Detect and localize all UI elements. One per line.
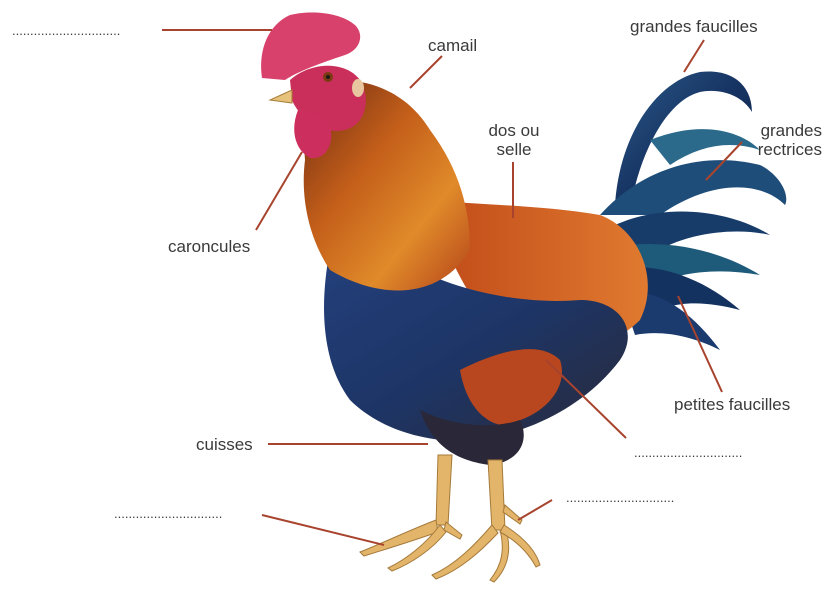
blank-toe: .............................. — [114, 507, 222, 521]
blank-spur: .............................. — [566, 491, 674, 505]
label-dos-ou-selle-line2: selle — [478, 140, 550, 159]
label-grandes-rectrices-line2: rectrices — [730, 140, 822, 159]
label-camail: camail — [428, 36, 477, 55]
leader-caroncules — [256, 152, 302, 230]
label-dos-ou-selle: dos ou selle — [478, 121, 550, 159]
label-grandes-rectrices-line1: grandes — [730, 121, 822, 140]
leader-toe — [262, 515, 384, 545]
leader-grandes-faucilles — [684, 40, 704, 72]
label-cuisses: cuisses — [196, 435, 253, 454]
blank-wing: .............................. — [634, 446, 742, 460]
leader-petites-faucilles — [678, 296, 722, 392]
label-grandes-rectrices: grandes rectrices — [730, 121, 822, 159]
label-grandes-faucilles: grandes faucilles — [630, 17, 758, 36]
label-dos-ou-selle-line1: dos ou — [478, 121, 550, 140]
blank-crest: .............................. — [12, 24, 120, 38]
leader-spur — [518, 500, 552, 520]
legs — [360, 455, 540, 582]
leader-camail — [410, 56, 442, 88]
label-petites-faucilles: petites faucilles — [674, 395, 790, 414]
label-caroncules: caroncules — [168, 237, 250, 256]
beak — [270, 90, 292, 103]
